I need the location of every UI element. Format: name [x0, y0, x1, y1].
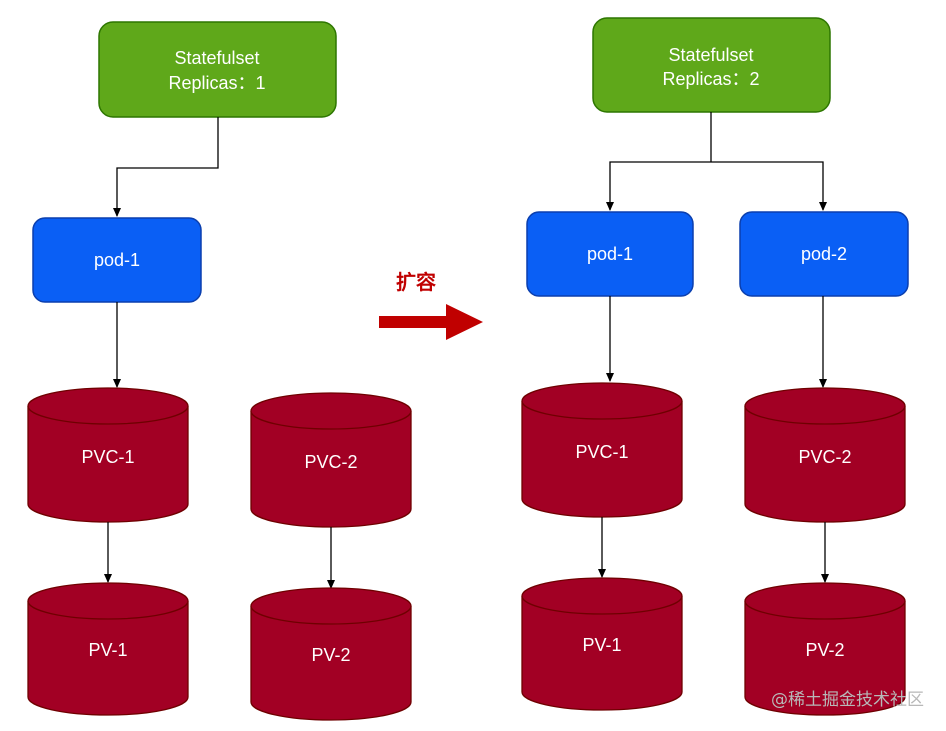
left-pv1-label: PV-1 [88, 640, 127, 660]
right-pod2-node: pod-2 [739, 211, 909, 297]
right-pvc1-cylinder: PVC-1 [521, 382, 683, 518]
right-pvc2-label: PVC-2 [798, 447, 851, 467]
right-statefulset-replicas: Replicas：2 [662, 69, 759, 89]
right-edge-statefulset-to-pod1 [606, 161, 711, 211]
right-statefulset-node: Statefulset Replicas：2 [592, 17, 831, 113]
watermark-text: @稀土掘金技术社区 [771, 690, 924, 710]
scale-out-label: 扩容 [396, 270, 436, 294]
left-pvc1-label: PVC-1 [81, 447, 134, 467]
right-pod1-label: pod-1 [587, 244, 633, 264]
right-pod1-node: pod-1 [526, 211, 694, 297]
left-statefulset-title: Statefulset [174, 48, 259, 68]
right-pvc1-label: PVC-1 [575, 442, 628, 462]
left-pvc1-cylinder: PVC-1 [27, 387, 189, 523]
right-edge-statefulset-to-pod2 [711, 161, 827, 211]
right-statefulset-title: Statefulset [668, 45, 753, 65]
scale-out-arrow [379, 304, 483, 340]
left-statefulset-node: Statefulset Replicas：1 [98, 21, 337, 118]
left-pod1-node: pod-1 [32, 217, 202, 303]
left-pvc2-cylinder: PVC-2 [250, 392, 412, 528]
right-pv2-label: PV-2 [805, 640, 844, 660]
right-pod2-label: pod-2 [801, 244, 847, 264]
right-pvc2-cylinder: PVC-2 [744, 387, 906, 523]
left-edge-statefulset-to-pod1 [113, 117, 219, 217]
left-pv1-cylinder: PV-1 [27, 582, 189, 716]
right-pv1-label: PV-1 [582, 635, 621, 655]
right-pv2-cylinder: PV-2 [744, 582, 906, 716]
left-pod1-label: pod-1 [94, 250, 140, 270]
left-pvc2-label: PVC-2 [304, 452, 357, 472]
right-pv1-cylinder: PV-1 [521, 577, 683, 711]
left-pv2-cylinder: PV-2 [250, 587, 412, 721]
left-statefulset-replicas: Replicas：1 [168, 73, 265, 93]
left-pv2-label: PV-2 [311, 645, 350, 665]
